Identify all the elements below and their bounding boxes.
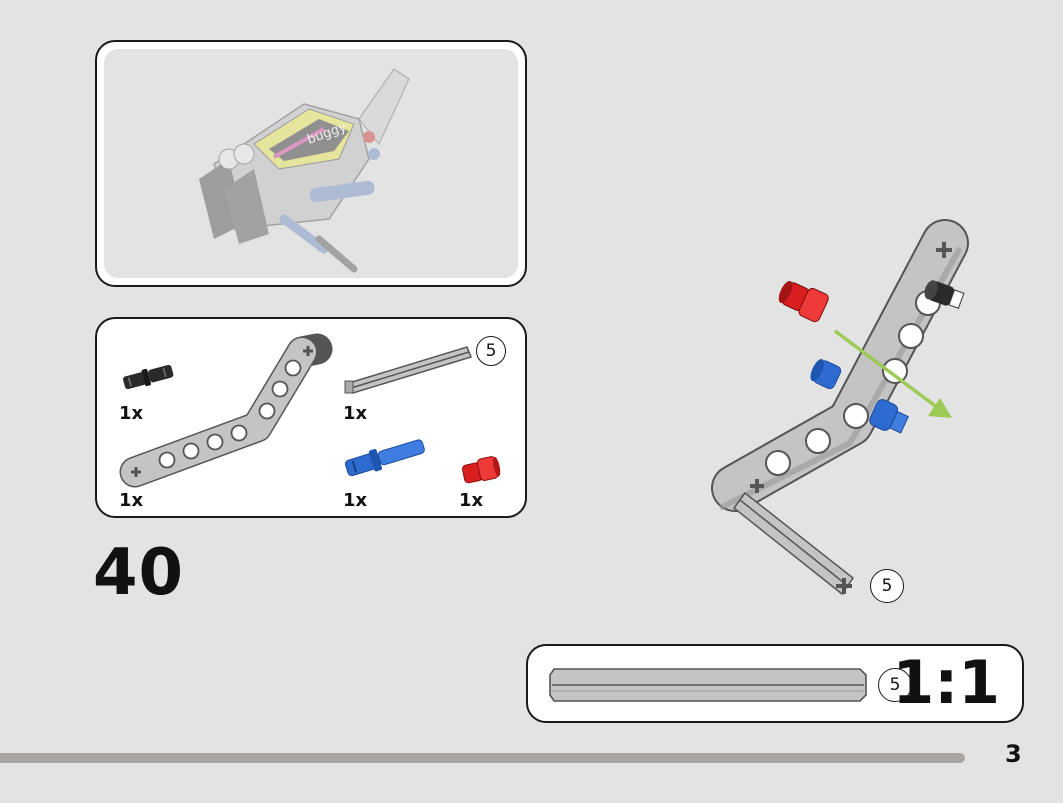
step-number: 40 [93,536,185,610]
blue-pin-image [344,439,425,477]
blue-pin-quantity: 1x [343,490,368,511]
black-pin-quantity: 1x [119,403,144,424]
grey-axle-quantity: 1x [343,403,368,424]
red-connector-image [461,456,501,484]
previous-model-image: buggy [199,68,410,273]
context-inner: buggy [104,49,518,278]
axle-ruler-image [549,668,867,702]
grey-axle-image [344,346,472,394]
parts-list-panel: 1x 1x 5 1x 1x 1x [95,317,527,518]
context-panel: buggy [95,40,527,287]
assembly-illustration [711,219,969,596]
red-connector-quantity: 1x [459,490,484,511]
bent-beam-quantity: 1x [119,490,144,511]
axle-length-badge: 5 [476,336,506,366]
page-progress-bar [0,753,965,763]
ruler-length-badge: 5 [878,668,912,702]
black-pin-image [123,364,174,390]
scale-label: 1:1 [892,648,1001,718]
bent-beam-image [119,333,333,488]
assembly-axle-length-badge: 5 [870,569,904,603]
scale-ruler-panel: 5 1:1 [526,644,1024,723]
page-number: 3 [1005,740,1022,768]
